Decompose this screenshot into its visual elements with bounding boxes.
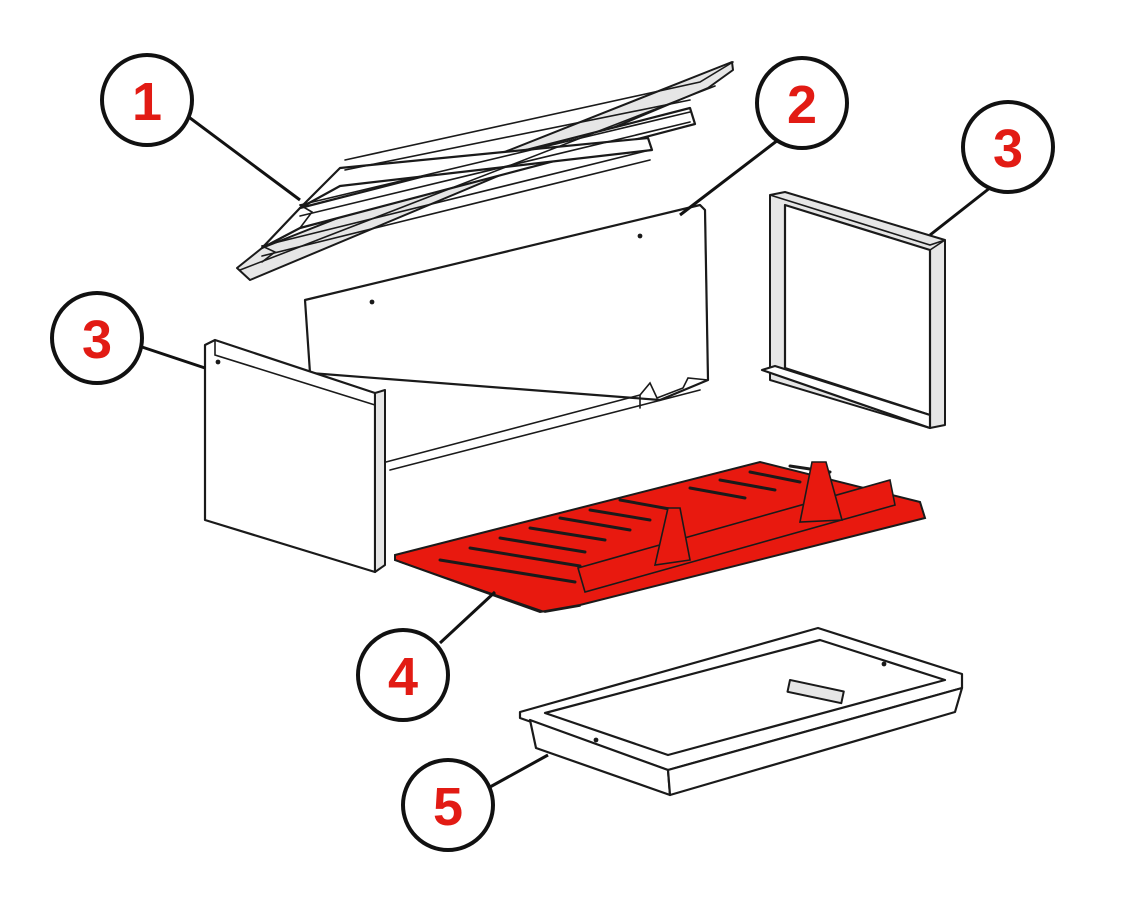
screw-hole-icon xyxy=(215,359,221,365)
callout-3-right: 3 xyxy=(961,100,1055,194)
callout-circle xyxy=(100,53,194,147)
callout-circle xyxy=(401,758,495,852)
leader-line xyxy=(181,110,301,202)
callout-label: 5 xyxy=(433,777,463,837)
callout-label: 1 xyxy=(132,72,162,132)
callout-circle xyxy=(755,56,849,150)
side-panel-right xyxy=(760,191,946,430)
leader-line xyxy=(489,753,549,789)
leader-line xyxy=(679,138,779,217)
callout-circle xyxy=(961,100,1055,194)
leader-line xyxy=(438,590,497,645)
grate xyxy=(394,460,927,614)
callout-label: 4 xyxy=(388,647,418,707)
screw-hole-icon xyxy=(637,233,643,239)
callout-label: 2 xyxy=(787,75,817,135)
top-baffle xyxy=(236,61,734,281)
callout-2: 2 xyxy=(755,56,849,150)
side-panel-left xyxy=(203,338,386,574)
screw-hole-icon xyxy=(881,661,887,667)
screw-hole-icon xyxy=(593,737,599,743)
callout-label: 3 xyxy=(993,119,1023,179)
leader-line xyxy=(135,343,206,370)
callout-5: 5 xyxy=(401,758,495,852)
callout-3-left: 3 xyxy=(50,291,144,385)
screw-hole-icon xyxy=(369,299,375,305)
callout-circle xyxy=(50,291,144,385)
callout-4: 4 xyxy=(356,628,450,722)
callout-label: 3 xyxy=(82,310,112,370)
callout-circle xyxy=(356,628,450,722)
ash-pan xyxy=(518,626,964,797)
callout-1: 1 xyxy=(100,53,194,147)
